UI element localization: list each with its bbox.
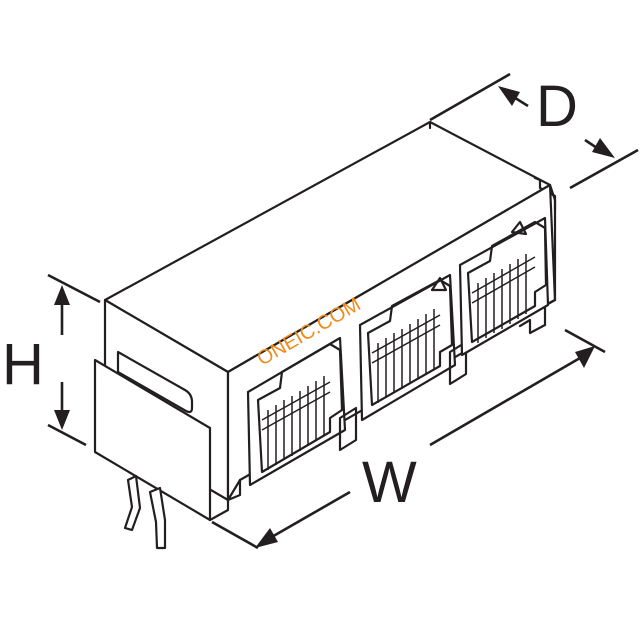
- port-2: [358, 273, 468, 422]
- dimension-width: [211, 328, 606, 550]
- port-3: [458, 216, 550, 357]
- front-bottom-edge: [208, 478, 242, 522]
- port-1: [246, 336, 358, 487]
- dimension-depth: [429, 72, 639, 190]
- dimension-height: [47, 273, 101, 447]
- depth-label: D: [536, 74, 578, 139]
- mounting-pins: [123, 474, 167, 550]
- height-label: H: [2, 332, 44, 397]
- side-latch: [116, 350, 194, 414]
- front-frame-edge: [518, 183, 557, 335]
- width-label: W: [362, 450, 417, 515]
